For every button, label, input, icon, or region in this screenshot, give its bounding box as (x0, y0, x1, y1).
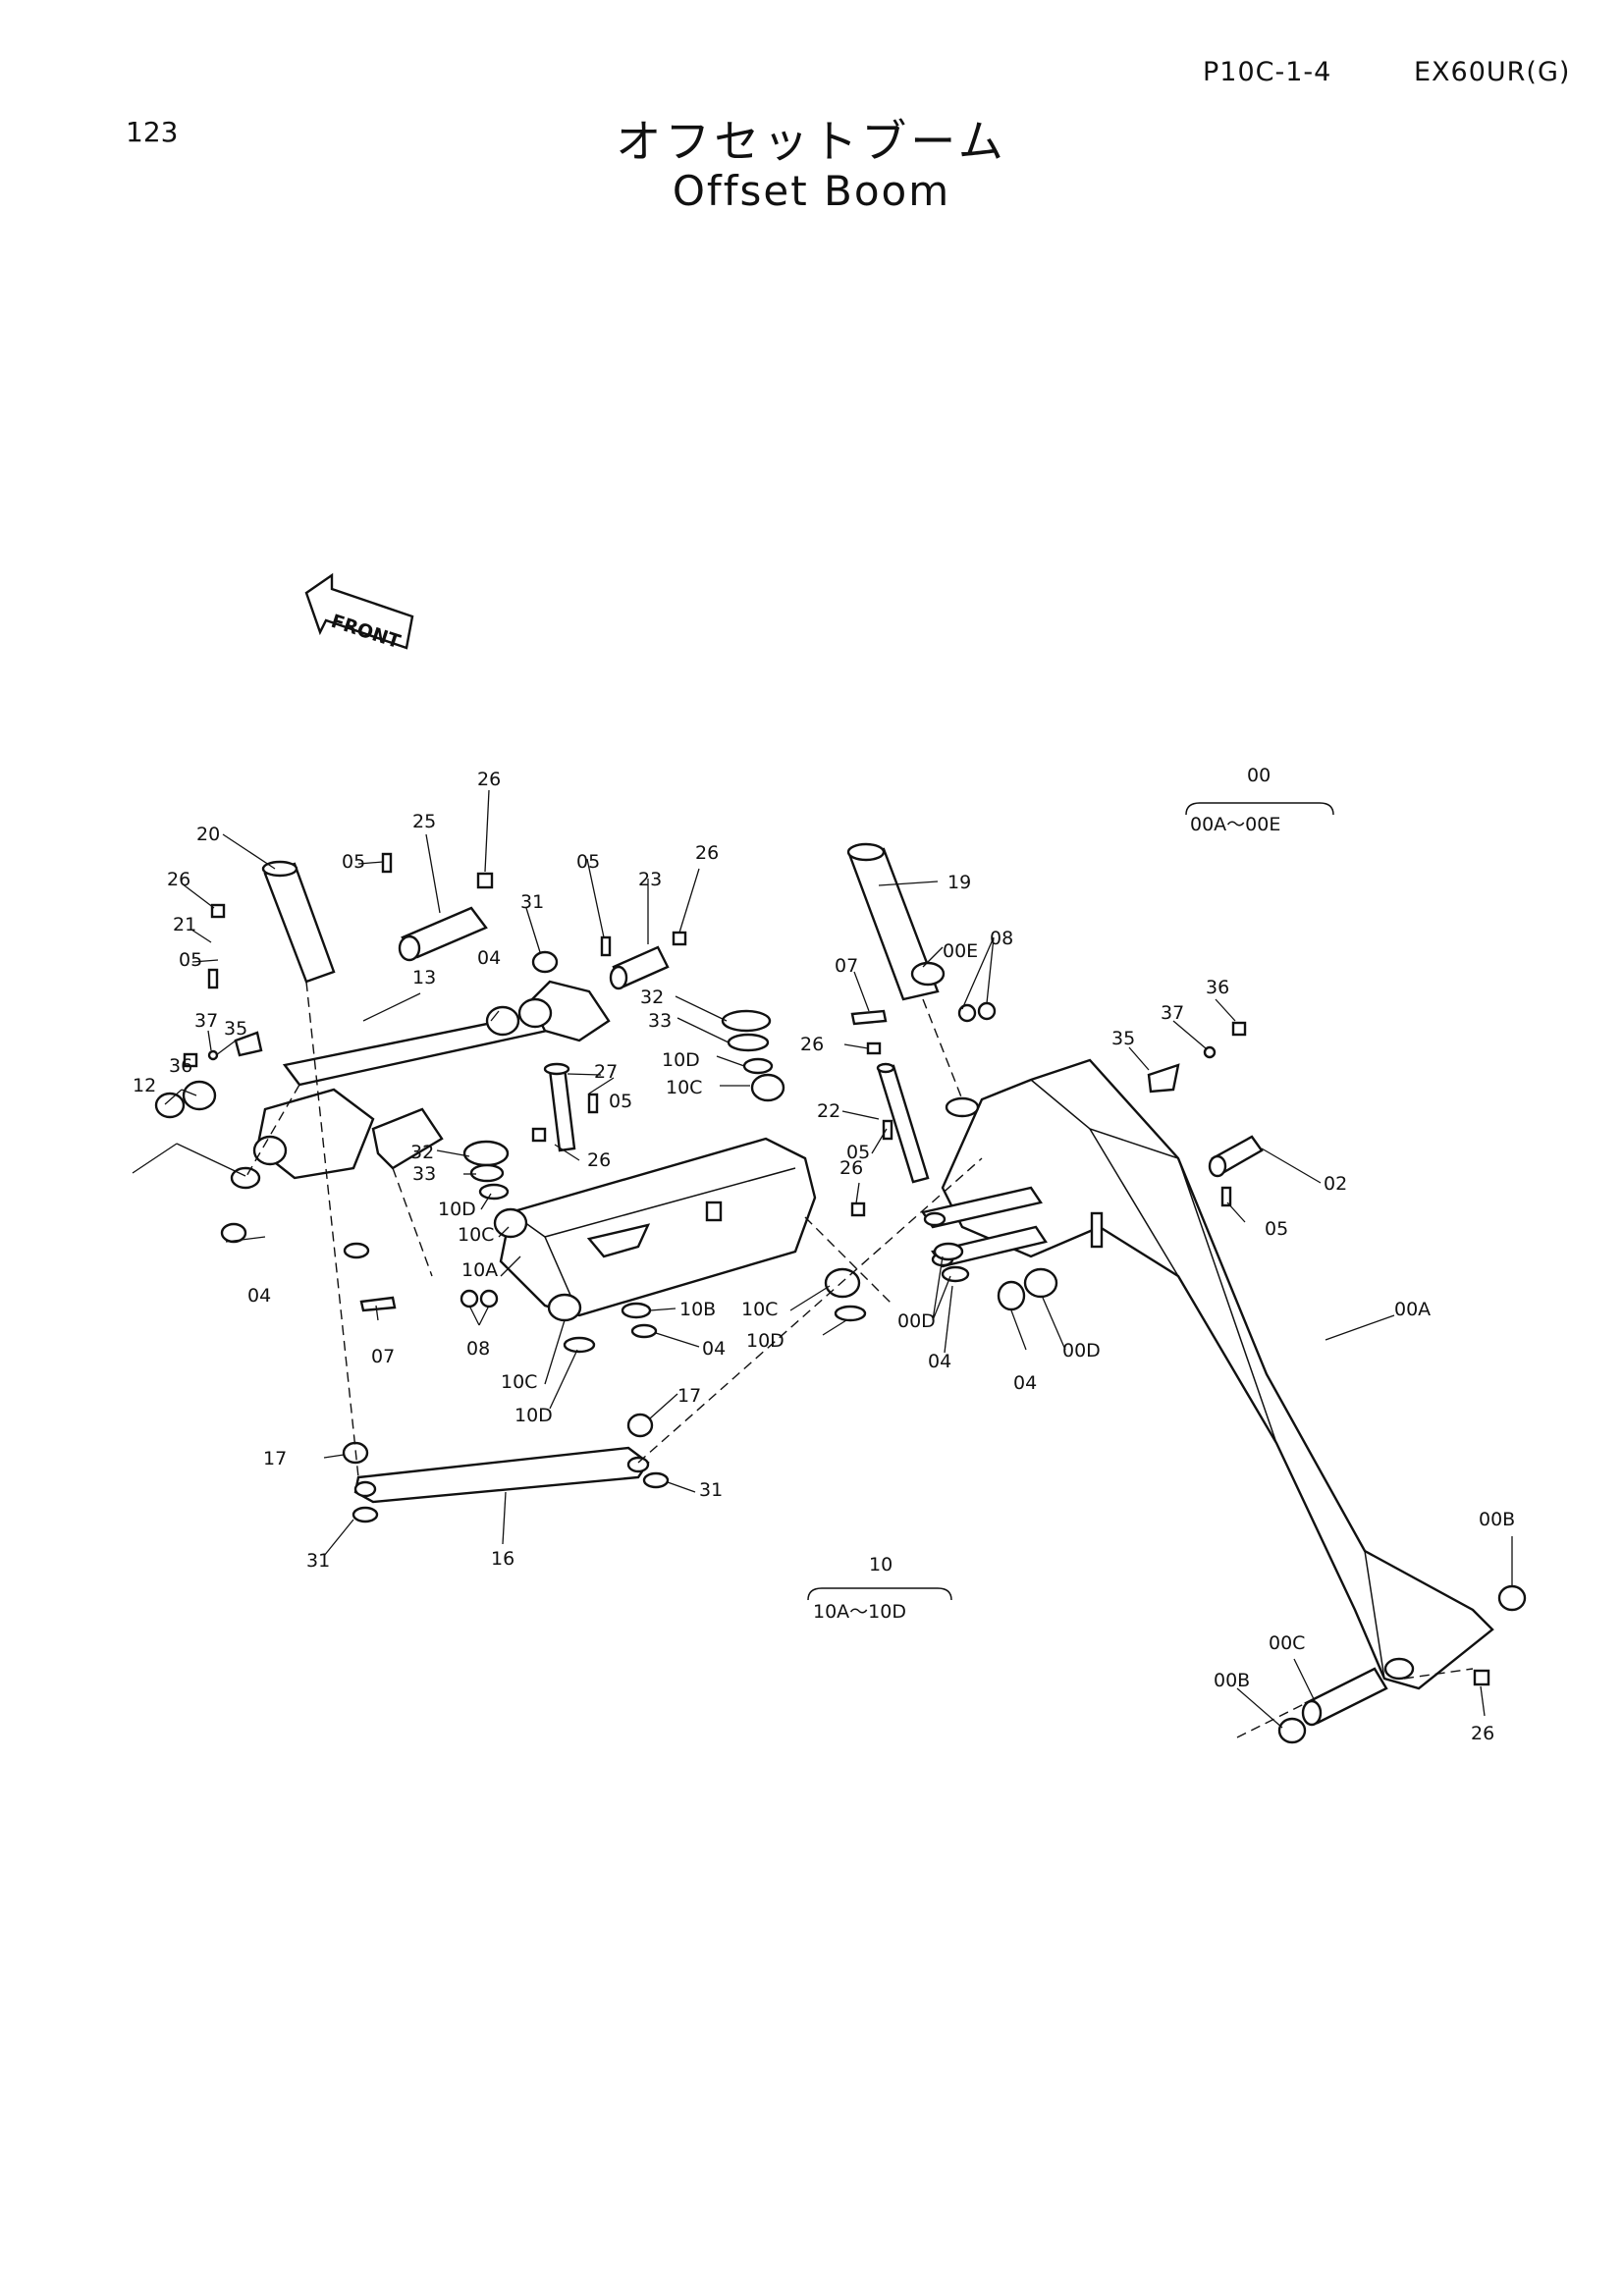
title-japanese: オフセットブーム (616, 115, 1007, 168)
left-foot-bracket (252, 1088, 444, 1180)
label-23: 23 (638, 869, 662, 890)
label-31: 31 (306, 1550, 330, 1572)
label-20: 20 (196, 824, 220, 845)
label-35: 35 (1111, 1028, 1135, 1049)
label-32: 32 (410, 1142, 434, 1163)
pin-20 (261, 860, 336, 984)
label-37: 37 (1161, 1002, 1184, 1024)
label-08: 08 (466, 1338, 490, 1360)
label-10C: 10C (741, 1299, 778, 1320)
reference-code: P10C-1-4 (1203, 57, 1332, 87)
label-04: 04 (247, 1285, 271, 1307)
pin-23 (609, 945, 670, 990)
label-05: 05 (1265, 1218, 1288, 1240)
front-arrow: FRONT (304, 572, 414, 653)
label-27: 27 (594, 1061, 618, 1083)
pin-00C (1301, 1667, 1388, 1727)
label-37: 37 (194, 1010, 218, 1032)
lower-link-16 (353, 1446, 650, 1504)
label-10D: 10D (662, 1049, 700, 1071)
pin-19 (846, 842, 940, 1001)
group-00-bracket: 00 00A～00E (1185, 765, 1334, 835)
pin-02 (1208, 1135, 1264, 1178)
pin-25 (398, 906, 488, 962)
label-33: 33 (412, 1163, 436, 1185)
label-04: 04 (477, 947, 501, 969)
label-00C: 00C (1269, 1632, 1305, 1654)
label-25: 25 (412, 811, 436, 832)
label-07: 07 (371, 1346, 395, 1367)
label-04: 04 (1013, 1372, 1037, 1394)
bushings-and-washers (154, 950, 1527, 1744)
label-10B: 10B (679, 1299, 716, 1320)
label-00D: 00D (1062, 1340, 1101, 1362)
label-02: 02 (1324, 1173, 1347, 1195)
label-00E: 00E (943, 940, 978, 962)
label-00D: 00D (897, 1310, 936, 1332)
label-26: 26 (587, 1149, 611, 1171)
label-05: 05 (179, 949, 202, 971)
bolts-and-nuts (183, 852, 1490, 1686)
boom-main-00A (941, 1058, 1494, 1690)
label-05: 05 (846, 1142, 870, 1163)
alignment-lines (244, 981, 1474, 1738)
label-16: 16 (491, 1548, 514, 1570)
label-13: 13 (412, 967, 436, 988)
group-10-range: 10A～10D (813, 1601, 906, 1623)
group-10-bracket: 10 10A～10D (807, 1554, 952, 1623)
label-26: 26 (839, 1157, 863, 1179)
group-10-number: 10 (869, 1554, 893, 1575)
group-00-number: 00 (1247, 765, 1271, 786)
label-26: 26 (695, 842, 719, 864)
label-17: 17 (263, 1448, 287, 1469)
label-04: 04 (702, 1338, 726, 1360)
label-00B: 00B (1479, 1509, 1515, 1530)
label-26: 26 (477, 769, 501, 790)
label-36: 36 (1206, 977, 1229, 998)
upper-link-13 (282, 980, 611, 1087)
label-36: 36 (169, 1055, 192, 1077)
label-31: 31 (699, 1479, 723, 1501)
label-32: 32 (640, 987, 664, 1008)
label-19: 19 (947, 872, 971, 893)
label-33: 33 (648, 1010, 672, 1032)
swing-bracket-10A (499, 1137, 817, 1317)
pin-27 (543, 1062, 576, 1152)
label-10D: 10D (746, 1330, 784, 1352)
label-08: 08 (990, 928, 1013, 949)
title-english: Offset Boom (672, 167, 951, 215)
label-07: 07 (835, 955, 858, 977)
label-10A: 10A (461, 1259, 498, 1281)
label-17: 17 (677, 1385, 701, 1407)
page-number: 123 (126, 116, 179, 148)
label-26: 26 (800, 1034, 824, 1055)
label-10C: 10C (501, 1371, 537, 1393)
label-00A: 00A (1394, 1299, 1431, 1320)
label-21: 21 (173, 914, 196, 935)
group-00-range: 00A～00E (1190, 814, 1280, 835)
label-35: 35 (224, 1018, 247, 1040)
leader-lines (132, 789, 1513, 1729)
label-05: 05 (609, 1091, 632, 1112)
label-10C: 10C (458, 1224, 494, 1246)
label-22: 22 (817, 1100, 840, 1122)
label-31: 31 (520, 891, 544, 913)
label-00B: 00B (1214, 1670, 1250, 1691)
label-10C: 10C (666, 1077, 702, 1098)
part-labels: 26 25 20 26 05 21 05 13 31 04 05 23 26 1… (133, 769, 1515, 1744)
label-26: 26 (1471, 1723, 1494, 1744)
label-10D: 10D (438, 1199, 476, 1220)
label-26: 26 (167, 869, 190, 890)
label-05: 05 (342, 851, 365, 873)
model-code: EX60UR(G) (1414, 57, 1571, 87)
label-05: 05 (576, 851, 600, 873)
label-04: 04 (928, 1351, 951, 1372)
label-10D: 10D (514, 1405, 553, 1426)
pin-22 (876, 1062, 930, 1184)
label-12: 12 (133, 1075, 156, 1096)
